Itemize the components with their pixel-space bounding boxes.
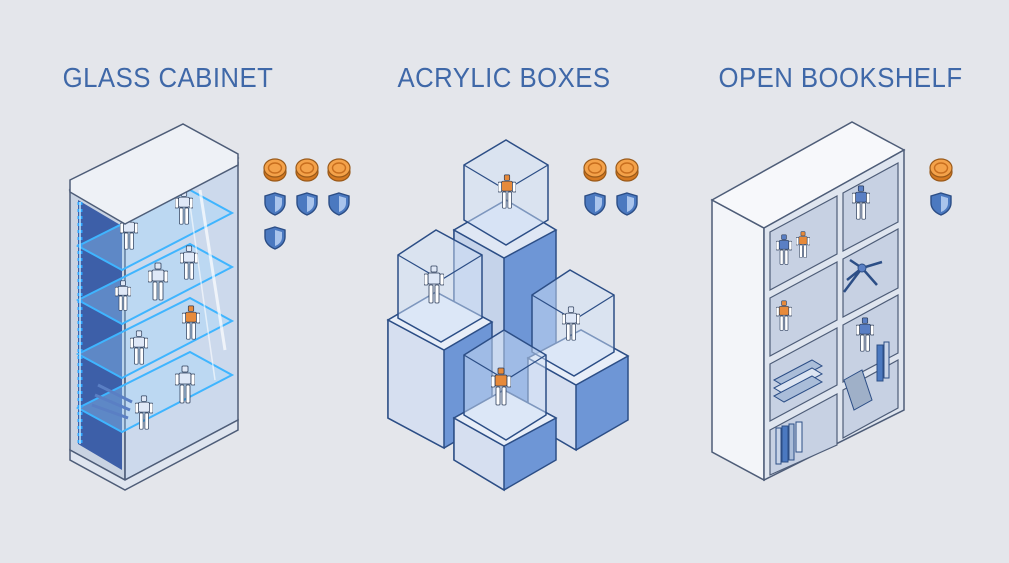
shield-icon xyxy=(262,225,288,251)
open-bookshelf-ratings xyxy=(928,157,954,225)
shield-icon xyxy=(614,191,640,217)
cost-rating xyxy=(928,157,954,183)
acrylic-boxes-illustration xyxy=(386,139,630,492)
shield-icon xyxy=(262,191,288,217)
protection-rating xyxy=(582,191,640,217)
open-bookshelf-illustration xyxy=(710,121,906,482)
glass-cabinet-title: GLASS CABINET xyxy=(62,62,274,93)
cost-rating xyxy=(582,157,640,183)
coin-icon xyxy=(582,157,608,183)
coin-icon xyxy=(928,157,954,183)
open-bookshelf-title: OPEN BOOKSHELF xyxy=(718,62,963,93)
acrylic-boxes-ratings xyxy=(582,157,640,225)
acrylic-boxes-panel: ACRYLIC BOXES xyxy=(336,0,672,563)
coin-icon xyxy=(294,157,320,183)
open-bookshelf-panel: OPEN BOOKSHELF xyxy=(672,0,1009,563)
glass-cabinet-illustration xyxy=(68,123,240,491)
coin-icon xyxy=(614,157,640,183)
protection-rating xyxy=(928,191,954,217)
shield-icon xyxy=(294,191,320,217)
glass-cabinet-panel: GLASS CABINET xyxy=(0,0,336,563)
shield-icon xyxy=(582,191,608,217)
acrylic-boxes-title: ACRYLIC BOXES xyxy=(397,62,611,93)
shield-icon xyxy=(928,191,954,217)
coin-icon xyxy=(262,157,288,183)
